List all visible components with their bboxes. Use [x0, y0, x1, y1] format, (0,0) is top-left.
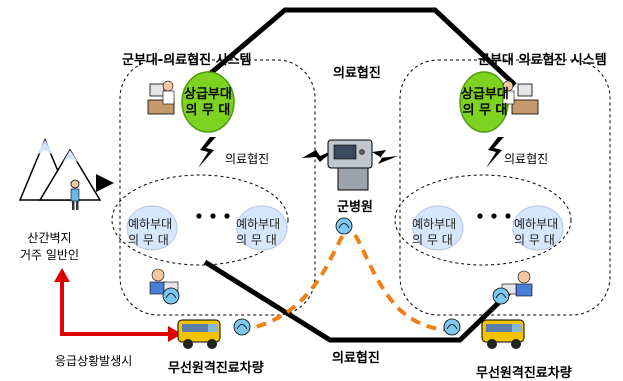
unit-name: 상급부대 [461, 87, 509, 102]
unit-subname: 의 무 대 [128, 233, 169, 247]
right-inner-link-label: 의료협진 [504, 152, 549, 166]
satellite-dish-icon [443, 318, 461, 336]
right-subunit-2 [512, 205, 564, 251]
collaboration-link-bottom [203, 259, 519, 343]
unit-name: 예하부대 [236, 217, 281, 231]
satellite-dish-icon [492, 287, 510, 305]
person-icon [70, 179, 80, 210]
vehicle-right-label: 무선원격진료차량 [476, 366, 572, 381]
emergency-arrow-head-right [168, 326, 182, 342]
operator-icon [501, 270, 533, 297]
emergency-arrow [60, 280, 172, 336]
left-inner-link-label: 의료협진 [225, 152, 270, 166]
vehicle-icon [177, 319, 221, 349]
vehicle-left-label: 무선원격진료차량 [168, 361, 264, 376]
emergency-label: 응급상황발생시 [55, 354, 133, 368]
satellite-dish-icon [335, 217, 353, 235]
left-upper-unit [181, 71, 235, 133]
left-subunit-2 [236, 205, 288, 251]
left-subunit-1 [126, 205, 178, 251]
lightning-icon [372, 150, 398, 164]
lightning-icon [486, 137, 504, 168]
ellipsis-dots-left [196, 213, 230, 219]
right-subunit-ellipse [394, 174, 572, 266]
emergency-arrow-head-up [54, 268, 70, 282]
civilian-label: 산간벽지 거주 일반인 [20, 230, 79, 264]
left-subunit-2-label: 예하부대 의 무 대 [236, 216, 280, 248]
vehicle-icon [481, 319, 525, 349]
hospital-label: 군병원 [337, 200, 373, 215]
ellipsis-dots-right [477, 213, 511, 219]
right-subunit-1 [412, 205, 464, 251]
satellite-dish-icon [233, 318, 251, 336]
right-subunit-1-label: 예하부대 의 무 대 [412, 216, 456, 248]
civilian-line-1: 산간벽지 [27, 231, 72, 245]
unit-subname: 의 무 대 [412, 233, 453, 247]
right-upper-unit-label: 상급부대 의 무 대 [461, 87, 509, 119]
left-subunit-ellipse [111, 174, 289, 266]
mountain-icon [18, 138, 102, 201]
unit-subname: 의 무 대 [462, 103, 508, 118]
civilian-line-2: 거주 일반인 [20, 248, 80, 262]
doctor-icon [502, 80, 539, 115]
unit-name: 상급부대 [184, 87, 232, 102]
right-subunit-2-label: 예하부대 의 무 대 [514, 216, 558, 248]
satellite-dish-icon [162, 287, 180, 305]
right-system-title: 군부대 의료협진 시스템 [478, 53, 607, 68]
top-link-label: 의료협진 [333, 66, 381, 81]
collaboration-link-top [183, 7, 517, 97]
medical-device-icon [327, 139, 373, 191]
operator-icon [149, 268, 179, 295]
unit-subname: 의 무 대 [185, 103, 231, 118]
left-system-title: 군부대-의료협진 시스템 [122, 53, 252, 68]
left-upper-unit-label: 상급부대 의 무 대 [184, 87, 232, 119]
wireless-link-left [239, 233, 345, 332]
unit-name: 예하부대 [412, 217, 457, 231]
bottom-link-label: 의료협진 [332, 351, 380, 366]
wireless-link-right [353, 233, 456, 332]
left-system-box [119, 59, 316, 316]
unit-name: 예하부대 [128, 217, 173, 231]
lightning-icon [302, 150, 334, 162]
unit-name: 예하부대 [514, 217, 559, 231]
unit-subname: 의 무 대 [236, 233, 277, 247]
pointer-triangle [96, 174, 114, 192]
right-system-box [399, 59, 611, 316]
unit-subname: 의 무 대 [514, 233, 555, 247]
lightning-icon [198, 137, 216, 168]
doctor-icon [147, 80, 175, 115]
left-subunit-1-label: 예하부대 의 무 대 [128, 216, 172, 248]
